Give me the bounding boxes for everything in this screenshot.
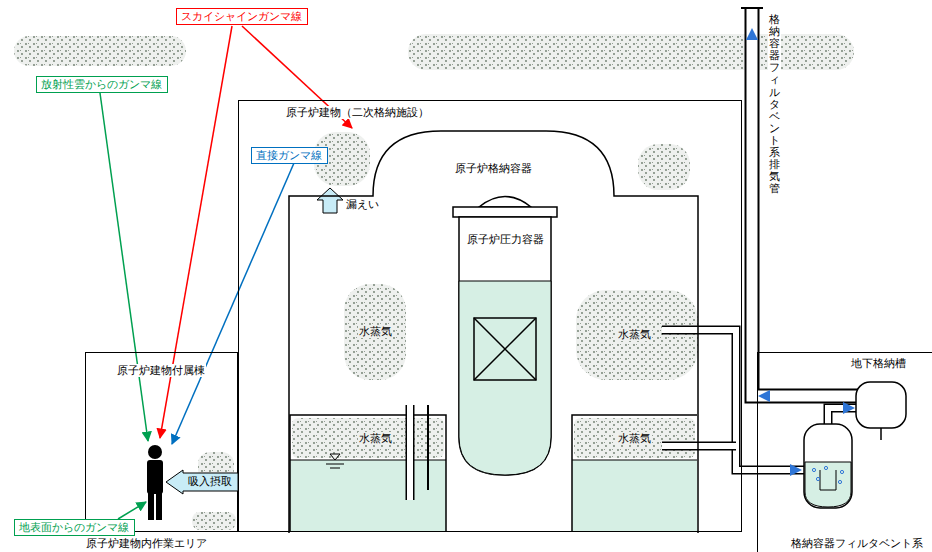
part-label: 原子炉建物内作業エリア bbox=[85, 537, 208, 550]
radiation-label: スカイシャインガンマ線 bbox=[181, 10, 303, 23]
radiation-tag: 放射性雲からのガンマ線 bbox=[36, 76, 168, 93]
pipe bbox=[410, 8, 858, 500]
vessel-outline bbox=[449, 187, 561, 477]
leak-arrow bbox=[317, 188, 343, 213]
part-label: 水蒸気 bbox=[617, 328, 652, 341]
inhalation-arrow: 吸入摂取 bbox=[165, 469, 239, 495]
filter-vent-vessel bbox=[804, 382, 906, 508]
part-label: 原子炉格納容器 bbox=[454, 162, 533, 175]
pipe-label: 格納容器フィルタベント系排気管 bbox=[768, 14, 781, 195]
radiation-tag: 直接ガンマ線 bbox=[251, 147, 328, 164]
radiation-label: 放射性雲からのガンマ線 bbox=[41, 78, 163, 91]
part-label: 地下格納槽 bbox=[850, 357, 907, 370]
part-label: 水蒸気 bbox=[617, 432, 652, 445]
annex-building: 原子炉建物付属棟原子炉建物内作業エリア吸入摂取 bbox=[85, 352, 238, 532]
radiation-label: 直接ガンマ線 bbox=[256, 149, 323, 162]
part-label: 水蒸気 bbox=[358, 432, 393, 445]
part-label: 水蒸気 bbox=[358, 325, 393, 338]
part-label: 原子炉建物付属棟 bbox=[116, 364, 206, 377]
radiation-tag: スカイシャインガンマ線 bbox=[176, 8, 308, 25]
radiation-label: 地表面からのガンマ線 bbox=[19, 521, 130, 534]
part-label: 原子炉建物（二次格納施設） bbox=[285, 106, 430, 119]
part-label: 原子炉圧力容器 bbox=[466, 233, 545, 246]
part-label: 吸入摂取 bbox=[187, 475, 233, 488]
flow-arrowhead bbox=[746, 28, 855, 476]
radioactive-cloud bbox=[14, 34, 854, 530]
worker-figure bbox=[147, 445, 163, 520]
underground-vault: 地下格納槽 bbox=[757, 352, 932, 552]
part-label: 漏えい bbox=[345, 198, 380, 211]
reactor-building: 原子炉建物（二次格納施設） 直接ガンマ線原子炉格納容器原子炉圧力容器 bbox=[238, 100, 742, 532]
pressure-vessel: 原子炉圧力容器 bbox=[449, 187, 561, 477]
radiation-tag: 地表面からのガンマ線 bbox=[14, 519, 135, 536]
part-label: 格納容器フィルタベント系 bbox=[790, 537, 924, 550]
